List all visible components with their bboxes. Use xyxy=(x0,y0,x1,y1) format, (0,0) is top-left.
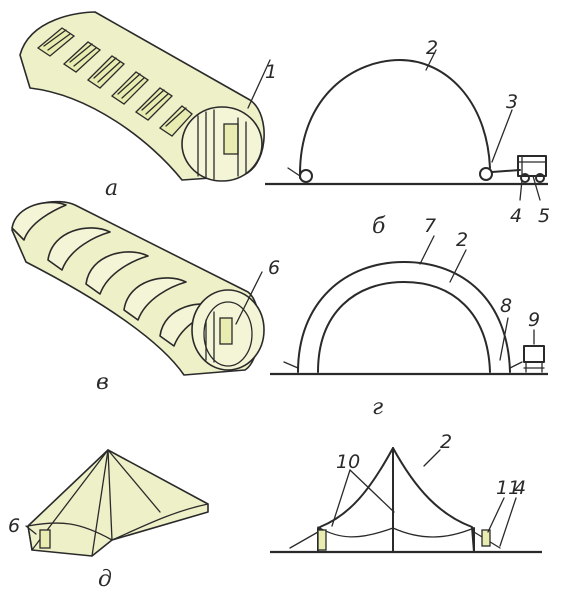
callout-4-panel-b: 4 xyxy=(510,205,522,227)
label-panel-a: а xyxy=(105,176,118,201)
blower-unit-9 xyxy=(523,345,545,373)
callout-11: 11 xyxy=(496,477,520,499)
callout-5: 5 xyxy=(538,205,550,227)
callout-7: 7 xyxy=(424,215,436,237)
callout-10: 10 xyxy=(336,451,360,473)
callout-2-panel-b: 2 xyxy=(426,37,438,59)
callout-3: 3 xyxy=(506,91,518,113)
label-panel-b: б xyxy=(372,214,386,239)
panel-b-air-dome-section xyxy=(265,49,548,201)
callout-1: 1 xyxy=(265,61,277,83)
callout-2-panel-e: 2 xyxy=(440,431,452,453)
panel-g-rib-arch-section xyxy=(270,235,548,376)
label-panel-v: в xyxy=(96,370,109,395)
panel-d-pyramid-tent xyxy=(25,449,209,557)
door-6-pyramid xyxy=(39,529,51,549)
callout-2-panel-g: 2 xyxy=(456,229,468,251)
window-row xyxy=(36,27,193,137)
callout-9: 9 xyxy=(528,309,540,331)
callout-4-panel-e: 4 xyxy=(514,477,526,499)
panel-a-tunnel-tent xyxy=(19,11,271,182)
fan-unit xyxy=(517,155,547,183)
panel-v-air-rib-tunnel xyxy=(11,200,265,376)
label-panel-g: г xyxy=(372,395,383,420)
callout-6-panel-d: 6 xyxy=(8,515,20,537)
door-1 xyxy=(223,123,239,155)
anchor-weight-right xyxy=(479,167,493,181)
callout-6-panel-v: 6 xyxy=(268,257,280,279)
label-panel-d: д xyxy=(98,567,112,592)
door-6-rib-tent xyxy=(219,317,233,345)
panel-e-pyramid-section xyxy=(270,447,542,554)
callout-8: 8 xyxy=(500,295,512,317)
anchor-weight-left xyxy=(299,169,313,183)
